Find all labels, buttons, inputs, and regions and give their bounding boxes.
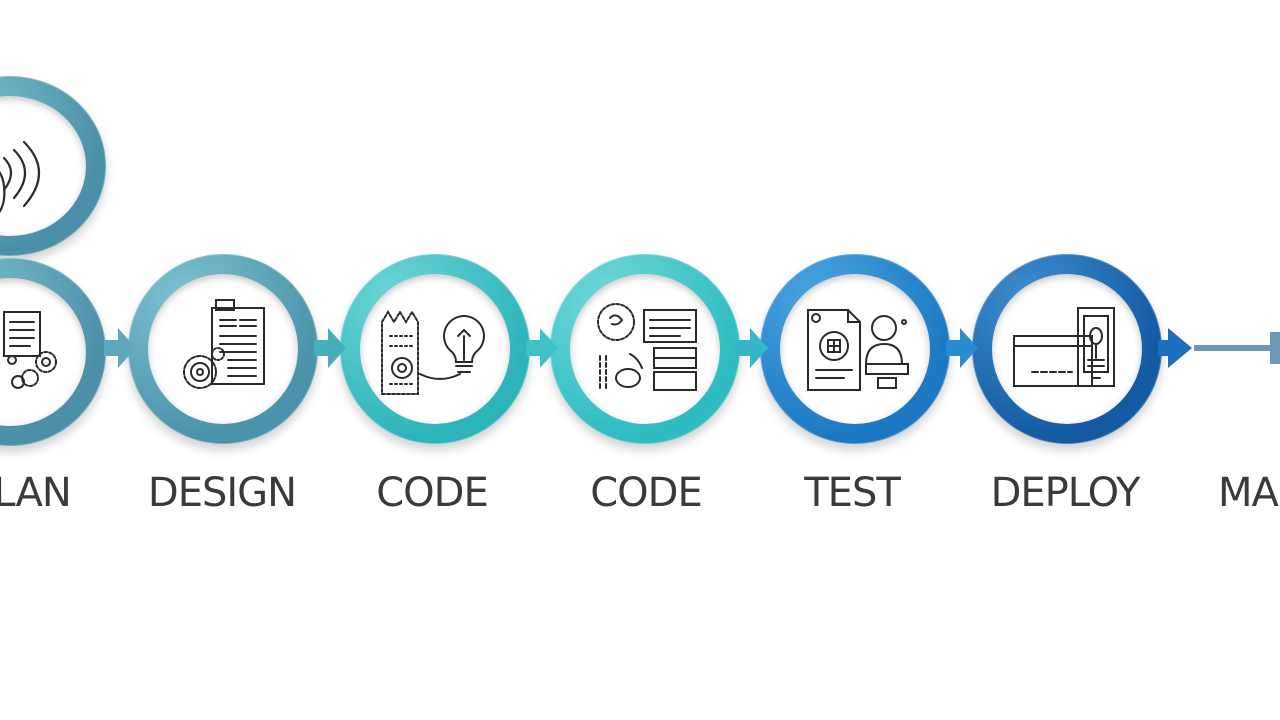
code-modules-icon [597, 303, 697, 391]
stage-5-label: TEST [804, 470, 901, 516]
stage-5-ring [760, 254, 950, 444]
stage-3-label: CODE [376, 470, 489, 516]
stage-7-label: MA [1218, 470, 1279, 516]
stage-3-ring [340, 254, 530, 444]
stage-top-ring [0, 76, 106, 256]
planning-icon [3, 311, 57, 389]
stage-4-label: CODE [590, 470, 703, 516]
arrow-5 [946, 328, 978, 368]
stage-1-label: LAN [0, 470, 72, 516]
arrow-2 [314, 328, 346, 368]
stage-2-label: DESIGN [147, 470, 297, 516]
test-report-icon [807, 309, 909, 391]
arrow-4 [736, 328, 768, 368]
idea-signal-icon [0, 140, 40, 214]
stage-4-ring [550, 254, 740, 444]
code-lightbulb-icon [381, 310, 485, 395]
arrow-3 [526, 328, 558, 368]
document-gear-icon [183, 299, 265, 389]
stage-6-ring [972, 254, 1162, 444]
stage-6-label: DEPLOY [990, 470, 1141, 516]
arrow-1 [104, 328, 136, 368]
stage-1-ring [0, 258, 106, 446]
stage-2-ring [128, 254, 318, 444]
arrow-6 [1158, 328, 1280, 368]
deploy-device-icon [1013, 307, 1115, 387]
